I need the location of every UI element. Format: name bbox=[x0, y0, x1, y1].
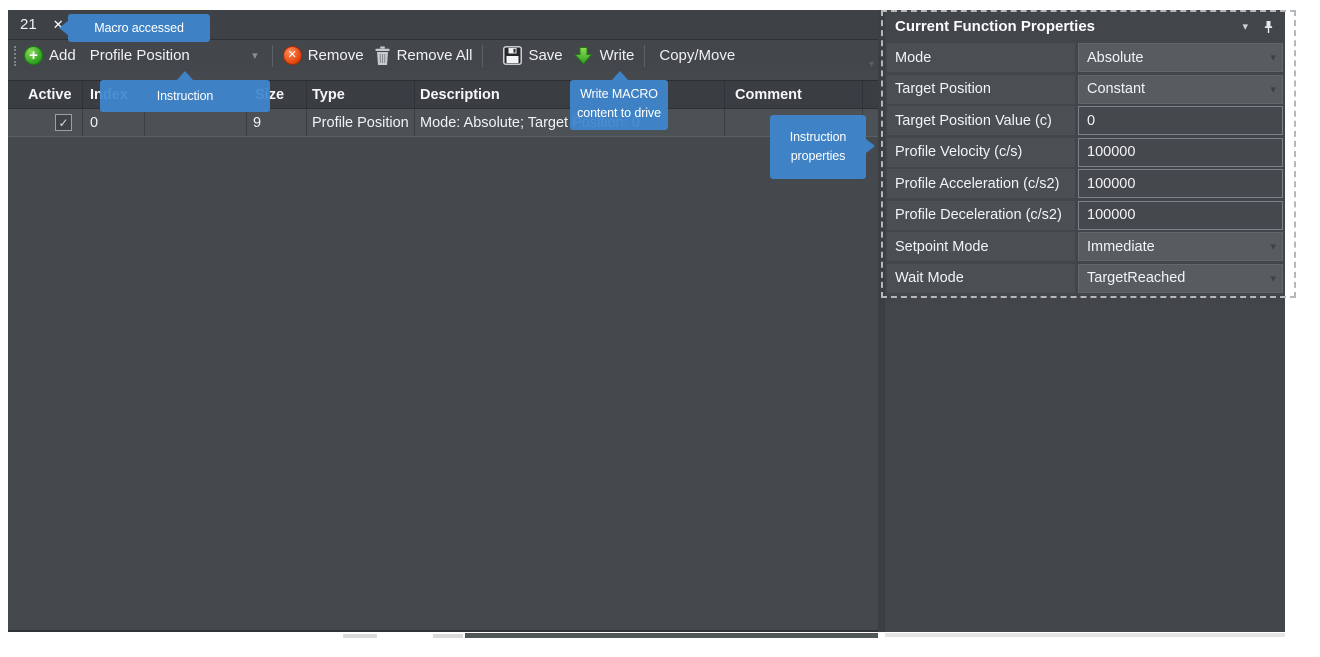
add-button[interactable]: Add bbox=[49, 47, 76, 64]
property-label: Target Position bbox=[887, 74, 1075, 104]
property-label: Setpoint Mode bbox=[887, 232, 1075, 261]
property-row-target-position: Target Position Constant ▾ bbox=[887, 74, 1283, 104]
property-label: Profile Acceleration (c/s2) bbox=[887, 169, 1075, 198]
column-header-comment[interactable]: Comment bbox=[725, 81, 863, 108]
toolbar-overflow-chevron-icon[interactable]: ▾ bbox=[868, 59, 874, 70]
callout-instruction: Instruction bbox=[100, 71, 270, 112]
profile-deceleration-input[interactable]: 100000 bbox=[1078, 200, 1283, 230]
setpoint-mode-dropdown[interactable]: Immediate ▾ bbox=[1078, 232, 1283, 261]
callout-text: Write MACRO bbox=[580, 87, 658, 101]
instruction-type-value: Profile Position bbox=[89, 47, 190, 64]
remove-icon: ✕ bbox=[282, 46, 302, 65]
callout-write-macro: Write MACRO content to drive bbox=[570, 71, 668, 130]
property-label: Profile Deceleration (c/s2) bbox=[887, 200, 1075, 230]
macro-editor-pane: 21 ✕ + Add Profile Position ▾ ✕ Remove bbox=[8, 10, 878, 632]
callout-arrow-left bbox=[59, 21, 68, 35]
tab-close-icon[interactable]: ✕ bbox=[52, 16, 64, 32]
property-label: Target Position Value (c) bbox=[887, 106, 1075, 135]
tab-macro-21[interactable]: 21 bbox=[20, 16, 37, 33]
dropdown-value: Constant bbox=[1087, 81, 1146, 97]
instruction-type-select[interactable]: Profile Position ▾ bbox=[90, 44, 262, 68]
chevron-down-icon: ▾ bbox=[1270, 272, 1276, 285]
property-row-target-position-value: Target Position Value (c) 0 bbox=[887, 106, 1283, 135]
bottom-scrollbar-thumb[interactable] bbox=[433, 634, 463, 638]
column-header-active[interactable]: Active bbox=[8, 81, 83, 108]
row-size-cell: 9 bbox=[247, 109, 307, 136]
remove-all-button[interactable]: Remove All bbox=[374, 46, 472, 66]
dropdown-value: Immediate bbox=[1087, 238, 1155, 255]
profile-velocity-input[interactable]: 100000 bbox=[1078, 137, 1283, 167]
pin-icon[interactable] bbox=[1262, 20, 1275, 34]
callout-arrow-right bbox=[866, 139, 875, 153]
dropdown-value: TargetReached bbox=[1087, 270, 1186, 286]
panel-menu-chevron-icon[interactable]: ▾ bbox=[1242, 21, 1248, 33]
callout-instruction-properties: Instruction properties bbox=[770, 115, 875, 179]
toolbar-separator bbox=[271, 44, 273, 67]
mode-dropdown[interactable]: Absolute ▾ bbox=[1078, 43, 1283, 72]
add-icon: + bbox=[24, 46, 43, 65]
write-button[interactable]: Write bbox=[573, 46, 634, 66]
bottom-scrollbar-thumb[interactable] bbox=[343, 634, 377, 638]
callout-text: properties bbox=[790, 149, 846, 163]
column-header-description[interactable]: Description bbox=[415, 81, 725, 108]
property-row-profile-acceleration: Profile Acceleration (c/s2) 100000 bbox=[887, 169, 1283, 198]
callout-text: Macro accessed bbox=[94, 21, 184, 35]
chevron-down-icon: ▾ bbox=[252, 50, 258, 62]
property-label: Mode bbox=[887, 43, 1075, 72]
wait-mode-dropdown[interactable]: TargetReached ▾ bbox=[1078, 263, 1283, 293]
bottom-scrollbar-track-right bbox=[885, 633, 1285, 637]
chevron-down-icon: ▾ bbox=[1270, 52, 1276, 64]
column-header-filler bbox=[863, 81, 878, 108]
row-hidden-cell bbox=[145, 109, 247, 136]
toolbar-separator bbox=[482, 44, 484, 67]
active-checkbox[interactable] bbox=[55, 114, 72, 131]
target-position-dropdown[interactable]: Constant ▾ bbox=[1078, 74, 1283, 104]
callout-text: content to drive bbox=[577, 106, 661, 120]
property-row-wait-mode: Wait Mode TargetReached ▾ bbox=[887, 263, 1283, 293]
copy-move-button[interactable]: Copy/Move bbox=[659, 47, 736, 64]
row-type-cell: Profile Position bbox=[307, 109, 415, 136]
property-row-profile-velocity: Profile Velocity (c/s) 100000 bbox=[887, 137, 1283, 167]
remove-button[interactable]: Remove bbox=[307, 47, 364, 64]
pane-splitter[interactable] bbox=[878, 10, 885, 632]
save-button[interactable]: Save bbox=[503, 46, 563, 65]
instruction-table-row[interactable]: 0 9 Profile Position Mode: Absolute; Tar… bbox=[8, 109, 878, 137]
property-row-profile-deceleration: Profile Deceleration (c/s2) 100000 bbox=[887, 200, 1283, 230]
write-arrow-down-icon bbox=[573, 46, 594, 66]
property-row-mode: Mode Absolute ▾ bbox=[887, 43, 1283, 72]
callout-text: Instruction bbox=[156, 89, 214, 103]
property-label: Wait Mode bbox=[887, 263, 1075, 293]
bottom-scrollbar-track[interactable] bbox=[465, 633, 878, 638]
toolbar-separator bbox=[644, 44, 646, 67]
panel-title-bar: Current Function Properties ▾ bbox=[885, 10, 1285, 43]
callout-arrow-up bbox=[612, 71, 628, 80]
callout-arrow-up bbox=[177, 71, 193, 80]
callout-text: Instruction bbox=[789, 130, 847, 144]
property-label: Profile Velocity (c/s) bbox=[887, 137, 1075, 167]
row-active-cell bbox=[8, 109, 83, 136]
panel-title: Current Function Properties bbox=[895, 18, 1096, 35]
property-rows: Mode Absolute ▾ Target Position Constant… bbox=[885, 43, 1285, 293]
chevron-down-icon: ▾ bbox=[1270, 241, 1276, 253]
dropdown-value: Absolute bbox=[1087, 49, 1144, 66]
profile-acceleration-input[interactable]: 100000 bbox=[1078, 169, 1283, 198]
column-header-type[interactable]: Type bbox=[307, 81, 415, 108]
callout-macro-accessed: Macro accessed bbox=[59, 14, 210, 42]
toolbar-grip-handle[interactable] bbox=[14, 45, 16, 66]
trash-icon bbox=[374, 46, 391, 66]
target-position-value-input[interactable]: 0 bbox=[1078, 106, 1283, 135]
property-row-setpoint-mode: Setpoint Mode Immediate ▾ bbox=[887, 232, 1283, 261]
macro-toolbar: + Add Profile Position ▾ ✕ Remove bbox=[8, 40, 878, 71]
function-properties-panel: Current Function Properties ▾ Mode Absol… bbox=[885, 10, 1285, 632]
chevron-down-icon: ▾ bbox=[1270, 83, 1276, 96]
row-index-cell: 0 bbox=[83, 109, 145, 136]
save-icon bbox=[503, 46, 523, 65]
